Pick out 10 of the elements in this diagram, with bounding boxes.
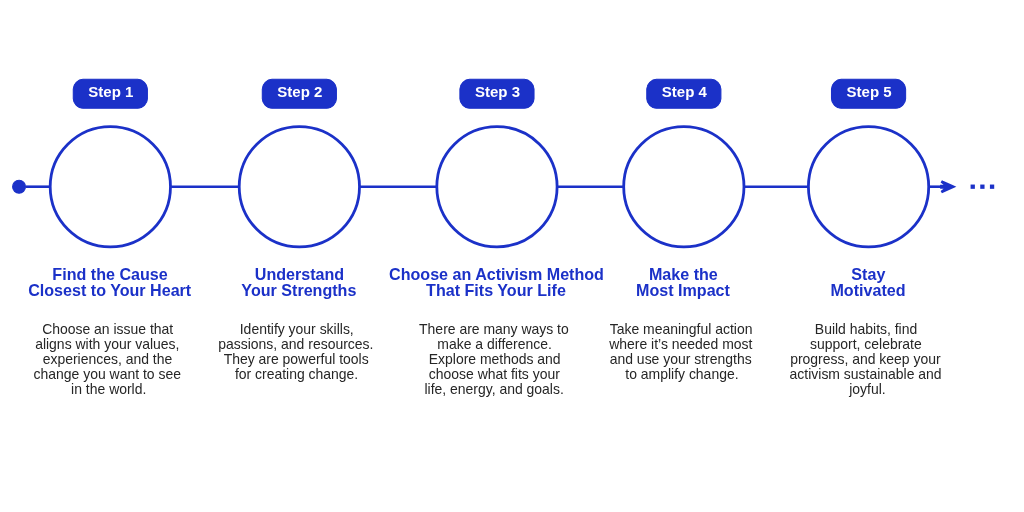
node-label: Identify your skills, passions, and resources. They are powerful tools for creating change. bbox=[218, 320, 374, 382]
node-label: Choose an issue that aligns with your values, experiences, and the change you want to see in the world. bbox=[33, 320, 181, 397]
node-label: Find the Cause Closest to Your Heart bbox=[28, 264, 192, 299]
node-label: Stay Motivated bbox=[830, 264, 906, 299]
node-label: Take meaningful action where it’s needed most and use your strengths to amplify change. bbox=[609, 320, 753, 382]
node-label: There are many ways to make a difference. Explore methods and choose what fits your life, energy, and goals. bbox=[419, 320, 569, 397]
node-label: Build habits, find support, celebrate progress, and keep your activism sustainable and joyful. bbox=[789, 320, 942, 397]
node-label: Understand Your Strengths bbox=[241, 264, 357, 299]
node-label: Choose an Activism Method That Fits Your Life bbox=[389, 264, 604, 299]
node-label: Make the Most Impact bbox=[636, 264, 730, 299]
